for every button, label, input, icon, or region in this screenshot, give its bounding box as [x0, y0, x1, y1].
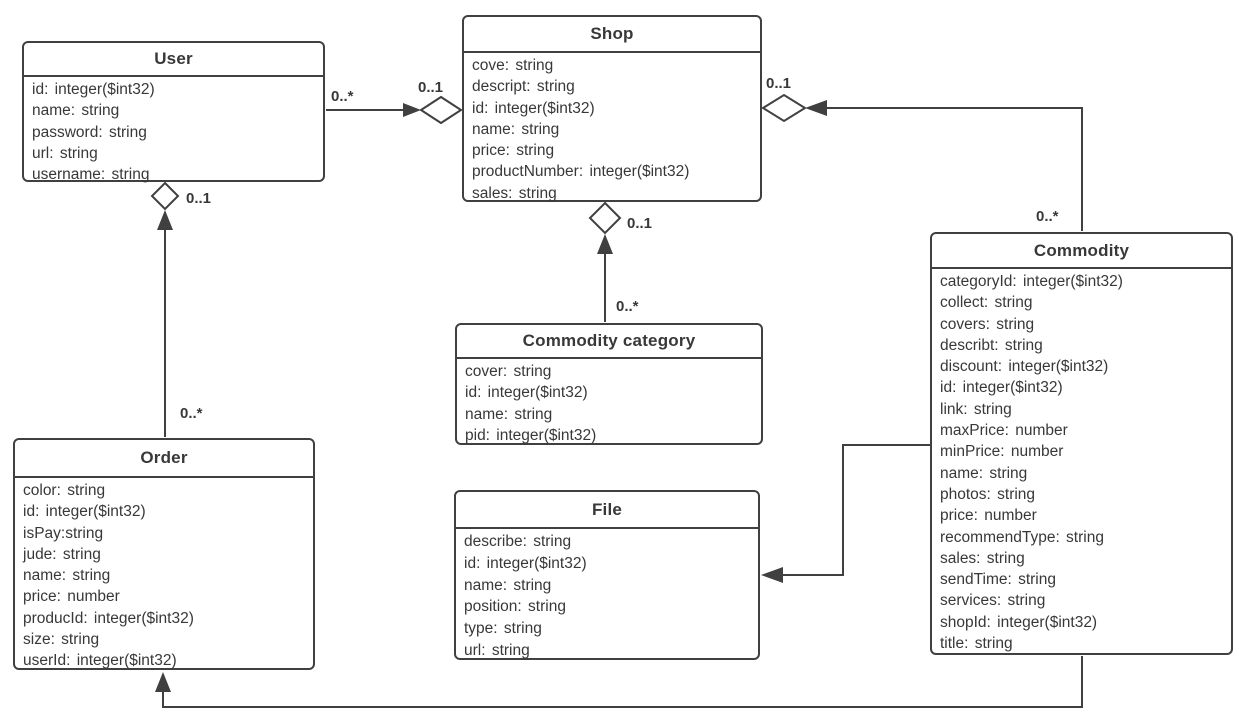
attribute-row: discount: integer($int32)	[940, 358, 1109, 376]
arrowhead-commodity-order[interactable]	[155, 672, 171, 692]
attribute-row: minPrice: number	[940, 443, 1064, 461]
class-box-commodity-category[interactable]: Commodity category cover: string id: inte…	[455, 323, 763, 445]
attribute-list: describe: string id: integer($int32) name:…	[456, 529, 758, 662]
attribute-row: id: integer($int32)	[32, 81, 155, 98]
aggregation-diamond-shop-right[interactable]	[761, 93, 807, 123]
multiplicity-label: 0..*	[616, 298, 639, 315]
multiplicity-label: 0..*	[180, 405, 203, 422]
attribute-row: position: string	[464, 598, 566, 616]
multiplicity-label: 0..1	[418, 79, 443, 96]
arrowhead-category-shop[interactable]	[597, 234, 613, 254]
attribute-row: id: integer($int32)	[464, 554, 587, 572]
multiplicity-label: 0..1	[766, 75, 791, 92]
connector-commodity-shop-line[interactable]	[826, 107, 1083, 231]
attribute-row: sales: string	[940, 549, 1025, 567]
attribute-list: cover: string id: integer($int32) name: st…	[457, 359, 761, 446]
attribute-row: cove: string	[472, 57, 554, 74]
arrowhead-commodity-file[interactable]	[761, 567, 783, 583]
attribute-row: id: integer($int32)	[465, 384, 588, 402]
attribute-row: url: string	[464, 641, 530, 659]
attribute-row: userId: integer($int32)	[23, 652, 177, 670]
class-box-order[interactable]: Order color: string id: integer($int32) is…	[13, 438, 315, 670]
class-title: Shop	[464, 17, 760, 53]
attribute-list: color: string id: integer($int32) isPay:st…	[15, 478, 313, 672]
attribute-row: title: string	[940, 635, 1013, 653]
class-title: Order	[15, 440, 313, 478]
attribute-row: describt: string	[940, 336, 1043, 354]
multiplicity-label: 0..*	[1036, 208, 1059, 225]
class-title: User	[24, 43, 323, 77]
attribute-row: recommendType: string	[940, 528, 1104, 546]
attribute-row: collect: string	[940, 294, 1033, 312]
connector-commodity-file-line[interactable]	[780, 444, 930, 576]
attribute-row: type: string	[464, 620, 542, 638]
attribute-row: isPay:string	[23, 524, 104, 542]
class-title: Commodity category	[457, 325, 761, 359]
attribute-row: shopId: integer($int32)	[940, 613, 1098, 631]
attribute-row: covers: string	[940, 315, 1035, 333]
aggregation-diamond-shop-bottom[interactable]	[588, 201, 622, 235]
attribute-row: color: string	[23, 482, 106, 499]
attribute-row: name: string	[940, 464, 1028, 482]
attribute-row: sendTime: string	[940, 571, 1056, 589]
attribute-row: price: number	[940, 507, 1037, 525]
attribute-row: price: number	[23, 588, 120, 606]
connector-commodity-order-line[interactable]	[162, 656, 1083, 708]
attribute-row: name: string	[465, 405, 553, 423]
attribute-row: id: integer($int32)	[940, 379, 1063, 397]
attribute-row: price: string	[472, 142, 555, 160]
attribute-row: services: string	[940, 592, 1046, 610]
class-box-user[interactable]: User id: integer($int32) name: string pass…	[22, 41, 325, 185]
attribute-row: name: string	[32, 102, 120, 120]
attribute-row: describe: string	[464, 533, 572, 550]
attribute-row: id: integer($int32)	[23, 503, 146, 521]
attribute-row: photos: string	[940, 485, 1036, 503]
aggregation-diamond-user-bottom[interactable]	[150, 181, 180, 211]
attribute-row: username: string	[32, 166, 150, 184]
arrowhead-order-user[interactable]	[157, 210, 173, 230]
attribute-row: descript: string	[472, 78, 575, 96]
attribute-row: pid: integer($int32)	[465, 426, 597, 444]
class-box-shop[interactable]: Shop cove: string descript: string id: int…	[462, 15, 762, 202]
attribute-row: size: string	[23, 631, 100, 649]
attribute-row: jude: string	[23, 545, 101, 563]
attribute-row: name: string	[472, 120, 560, 138]
attribute-row: cover: string	[465, 363, 552, 380]
class-title: File	[456, 492, 758, 529]
class-box-commodity[interactable]: Commodity categoryId: integer($int32) col…	[930, 232, 1233, 655]
attribute-row: name: string	[464, 576, 552, 594]
attribute-row: url: string	[32, 144, 98, 162]
class-box-file[interactable]: File describe: string id: integer($int32)…	[454, 490, 760, 660]
class-title: Commodity	[932, 234, 1231, 269]
attribute-row: password: string	[32, 123, 147, 141]
arrowhead-user-shop[interactable]	[403, 103, 421, 117]
attribute-list: id: integer($int32) name: string password:…	[24, 77, 323, 185]
attribute-row: productNumber: integer($int32)	[472, 163, 690, 181]
multiplicity-label: 0..*	[331, 88, 354, 105]
attribute-row: producId: integer($int32)	[23, 609, 194, 627]
attribute-row: id: integer($int32)	[472, 99, 595, 117]
multiplicity-label: 0..1	[627, 215, 652, 232]
attribute-list: categoryId: integer($int32) collect: stri…	[932, 269, 1231, 654]
attribute-row: link: string	[940, 400, 1012, 418]
attribute-row: name: string	[23, 567, 111, 585]
aggregation-diamond-shop-left[interactable]	[419, 95, 463, 125]
attribute-row: sales: string	[472, 184, 557, 202]
attribute-row: categoryId: integer($int32)	[940, 273, 1123, 290]
attribute-row: maxPrice: number	[940, 422, 1068, 440]
attribute-list: cove: string descript: string id: integer(…	[464, 53, 760, 204]
arrowhead-commodity-shop[interactable]	[805, 100, 827, 116]
multiplicity-label: 0..1	[186, 190, 211, 207]
